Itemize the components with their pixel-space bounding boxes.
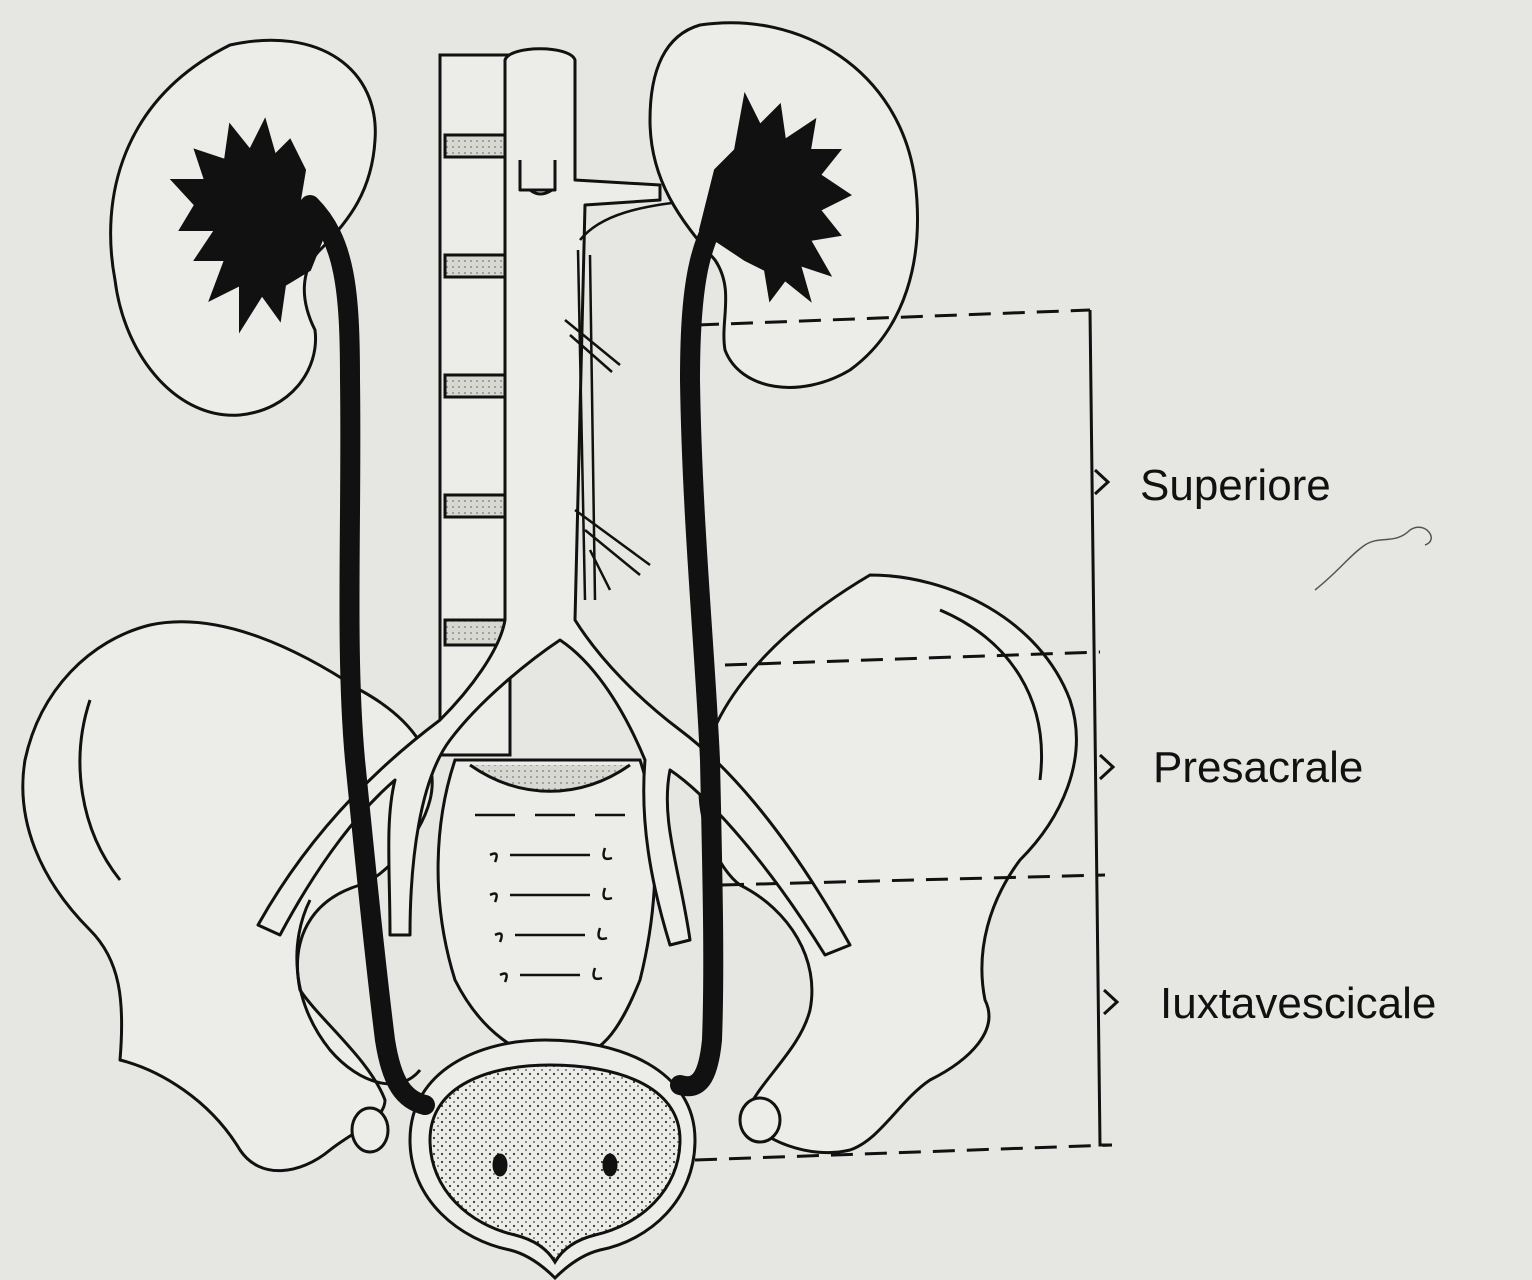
label-iuxtavescicale: Iuxtavescicale — [1160, 979, 1436, 1028]
label-presacrale: Presacrale — [1153, 743, 1363, 792]
acetabulum-left — [352, 1108, 388, 1152]
acetabulum-right — [740, 1098, 780, 1142]
label-superiore: Superiore — [1140, 461, 1331, 510]
